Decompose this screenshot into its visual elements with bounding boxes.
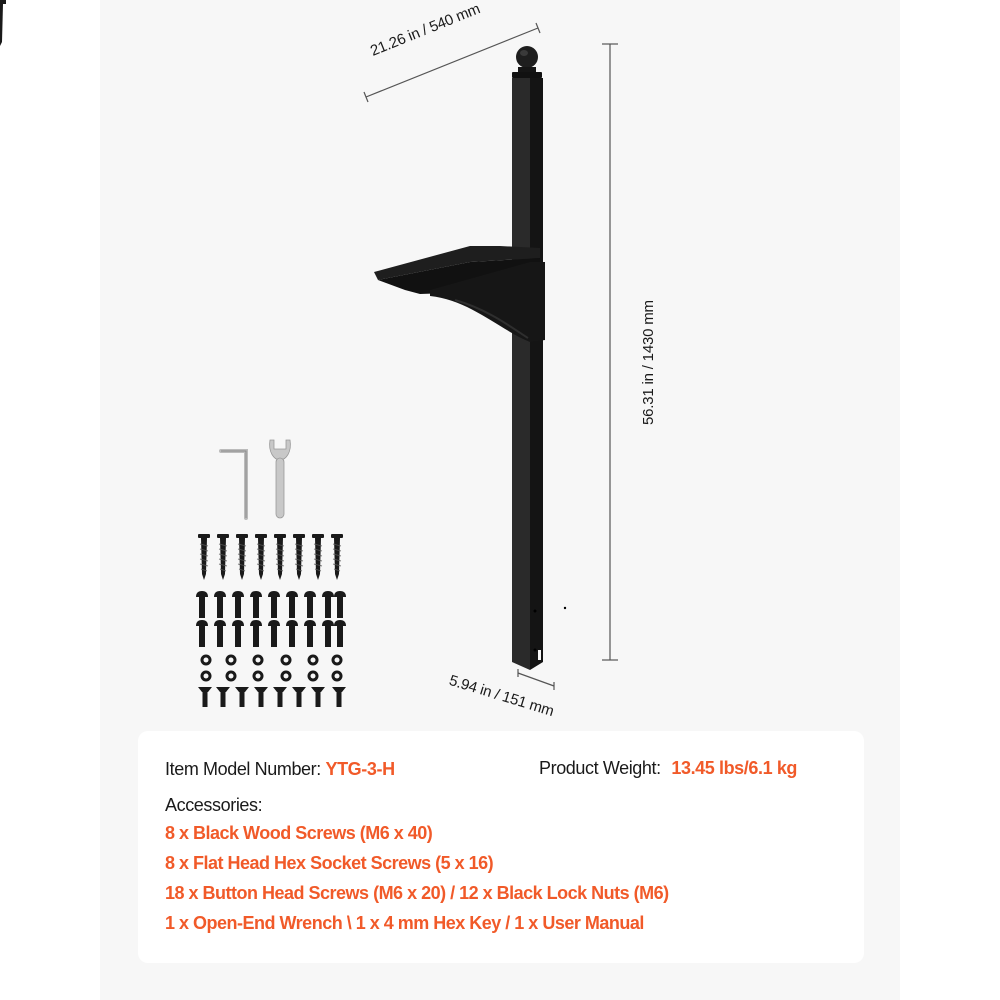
height-dimension-label: 56.31 in / 1430 mm [640, 300, 657, 425]
accessory-item: 8 x Flat Head Hex Socket Screws (5 x 16) [165, 853, 494, 873]
wrench-icon [269, 439, 291, 519]
accessory-item: 1 x Open-End Wrench \ 1 x 4 mm Hex Key /… [165, 913, 644, 933]
model-number: Item Model Number: YTG-3-H [165, 759, 395, 780]
lock-nuts [200, 654, 343, 682]
product-weight: Product Weight: 13.45 lbs/6.1 kg [539, 758, 797, 779]
flat-head-screws [198, 687, 346, 707]
accessory-item: 18 x Button Head Screws (M6 x 20) / 12 x… [165, 883, 669, 903]
mailbox-post-icon [374, 46, 567, 670]
model-number-value: YTG-3-H [325, 759, 395, 779]
accessory-item: 8 x Black Wood Screws (M6 x 40) [165, 823, 433, 843]
model-number-label: Item Model Number: [165, 759, 321, 779]
accessories-label: Accessories: [165, 795, 263, 815]
wood-screws-icon [0, 0, 6, 46]
wood-screws-row [197, 533, 344, 581]
button-screws-row-2 [196, 620, 346, 647]
hex-key-icon [219, 449, 248, 520]
product-weight-value: 13.45 lbs/6.1 kg [671, 758, 798, 778]
product-weight-label: Product Weight: [539, 758, 661, 778]
button-screws-row-1 [196, 591, 346, 618]
spec-card: Item Model Number: YTG-3-H Product Weigh… [138, 731, 864, 963]
